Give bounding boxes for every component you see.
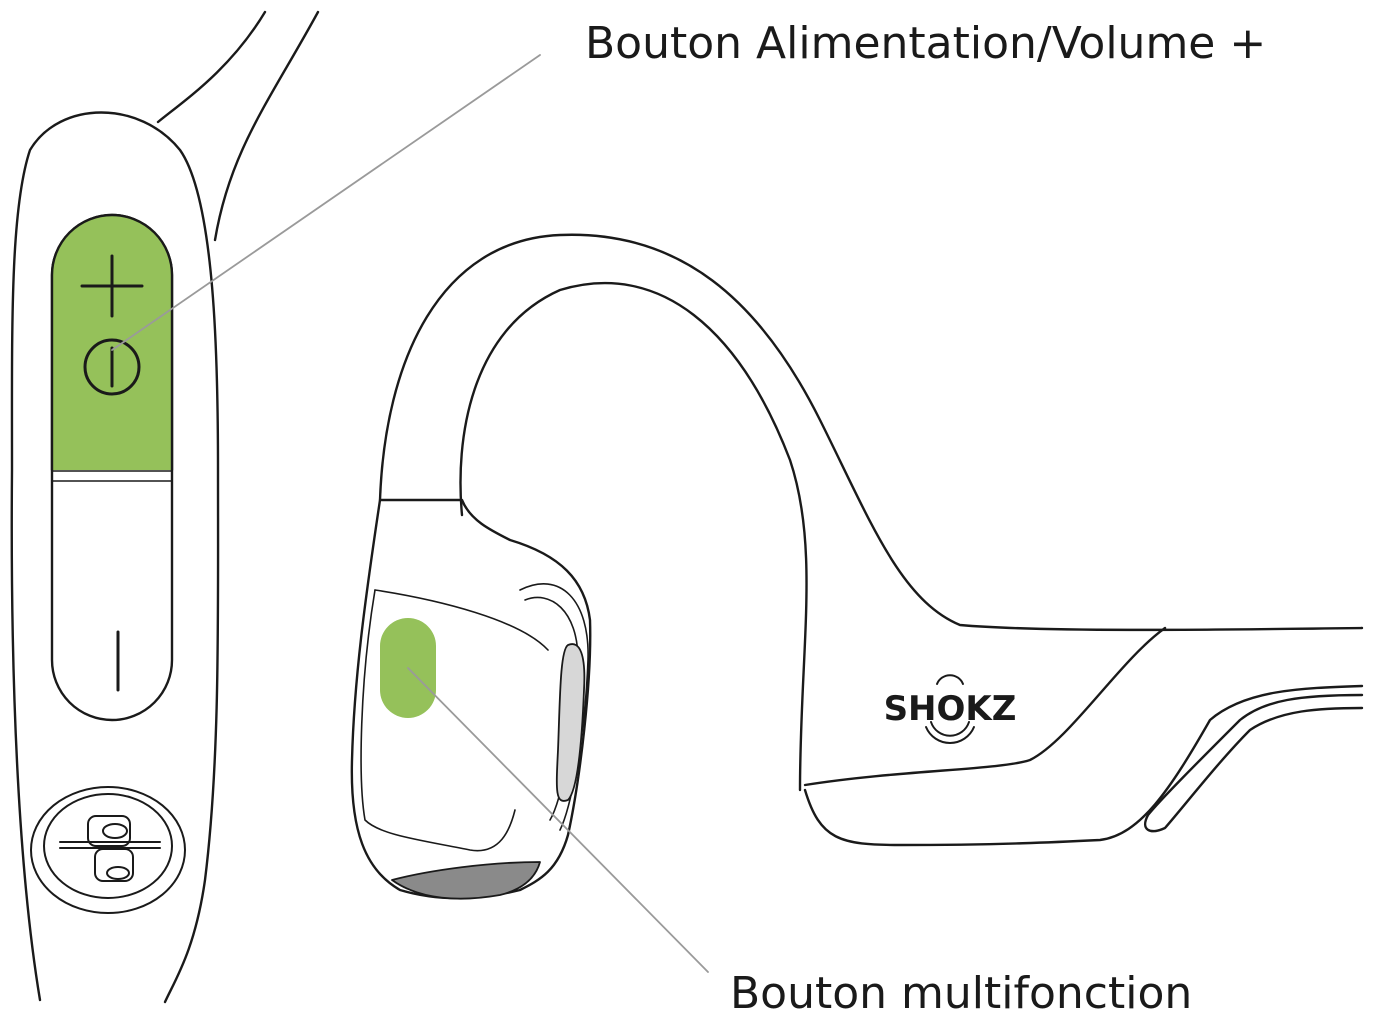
power-volume-button <box>52 215 172 470</box>
brand-logo: SHOKZ <box>884 689 1017 729</box>
transducer-pod-outline <box>350 498 592 900</box>
pod-face-line-side <box>360 589 516 852</box>
plus-icon <box>80 254 144 318</box>
brand-sound-icon <box>925 674 975 744</box>
pod-rim-outer <box>519 583 589 831</box>
leader-line-multifunction <box>407 667 709 973</box>
multifunction-button-label: Bouton multifonction <box>730 968 1193 1019</box>
headphone-side-view <box>350 233 1364 900</box>
neck-band-lower <box>803 684 1364 847</box>
control-pod-closeup <box>10 10 320 1004</box>
pod-face-line-top <box>374 589 549 651</box>
charging-port <box>30 786 186 914</box>
band-strand-inner <box>213 10 320 242</box>
ear-hook-inner <box>459 281 808 792</box>
leader-line-power <box>111 54 541 351</box>
pod-body-outline <box>10 111 220 1004</box>
speaker-grill <box>555 643 586 802</box>
power-volume-button-label: Bouton Alimentation/Volume + <box>585 18 1267 69</box>
ear-hook-outer <box>378 233 1364 632</box>
power-volume-button-outline <box>50 213 174 472</box>
power-icon <box>83 338 141 396</box>
pod-base-shadow <box>391 861 541 900</box>
band-strand-outer <box>156 10 267 124</box>
neck-band-edge <box>803 626 1167 787</box>
neck-band-groove <box>1143 693 1364 833</box>
